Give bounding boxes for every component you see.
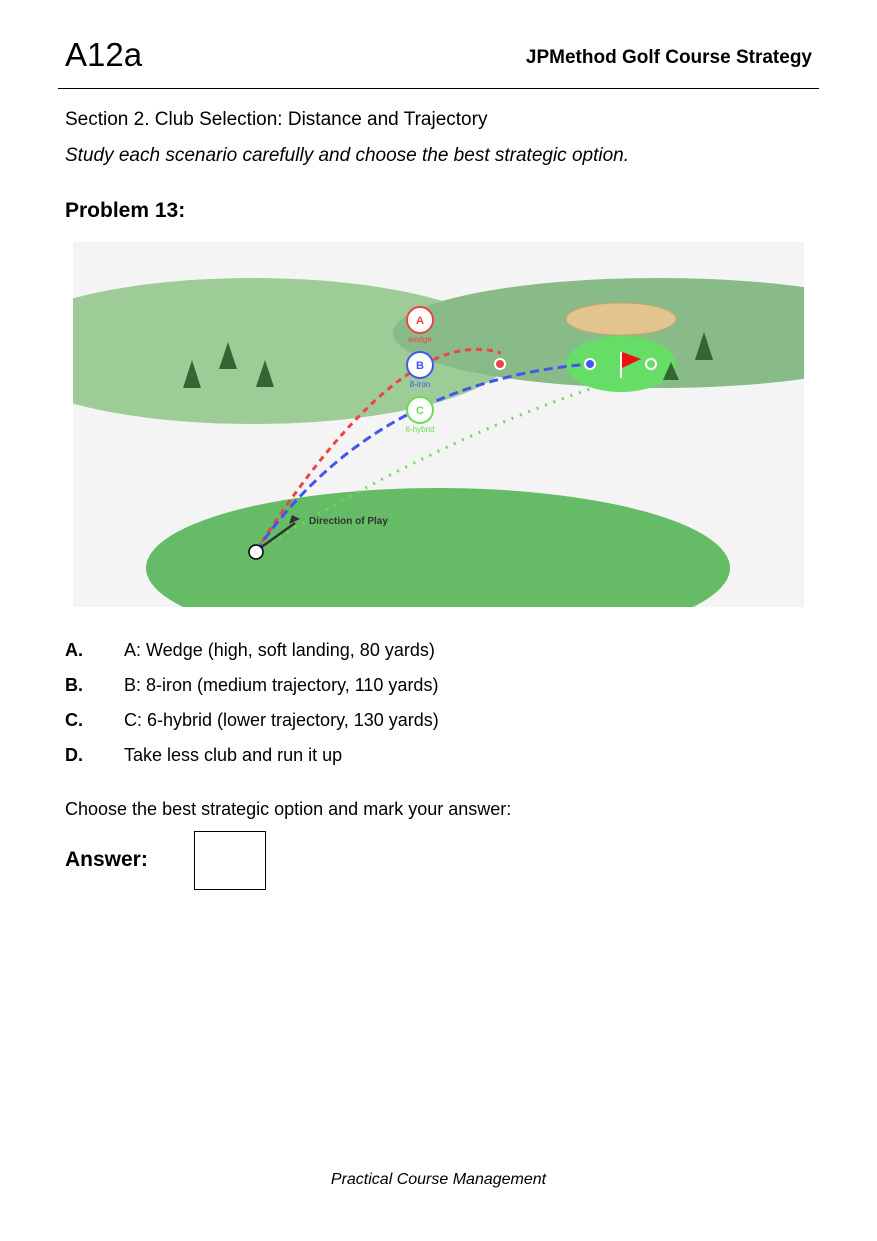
marker-b: B 8-iron (406, 351, 434, 389)
answer-label: Answer: (65, 848, 148, 871)
wedge-trajectory (254, 347, 502, 552)
left-fairway (73, 278, 513, 424)
eight-iron-trajectory (254, 362, 591, 552)
golf-ball (248, 544, 264, 560)
tree-icon (663, 362, 679, 380)
marker-b-club: 8-iron (410, 380, 430, 389)
direction-label: Direction of Play (309, 516, 388, 527)
marker-b-circle (406, 351, 434, 379)
marker-a-club: wedge (407, 335, 432, 344)
option-text: A: Wedge (high, soft landing, 80 yards) (124, 640, 435, 660)
flag-icon (622, 352, 641, 368)
instructions: Study each scenario carefully and choose… (65, 145, 630, 166)
bunker (565, 302, 677, 336)
option-text: Take less club and run it up (124, 745, 343, 765)
marker-b-letter: B (416, 360, 424, 372)
series-title: JPMethod Golf Course Strategy (525, 47, 812, 68)
tree-icon (256, 360, 274, 387)
six-hybrid-landing-spot (645, 358, 657, 370)
golf-hole-diagram: Direction of Play A wedge B 8-iron C 6-h… (73, 242, 804, 607)
eight-iron-landing-spot (584, 358, 596, 370)
arrow-head-icon (289, 515, 300, 524)
option-letter: D. (65, 745, 83, 765)
tree-icon (219, 342, 237, 369)
direction-arrow (255, 521, 296, 553)
footer-text: Practical Course Management (330, 1171, 547, 1188)
option-text: C: 6-hybrid (lower trajectory, 130 yards… (124, 710, 439, 730)
header-divider (58, 88, 819, 89)
marker-c-circle (406, 396, 434, 424)
marker-c-letter: C (416, 405, 424, 417)
problem-title: Problem 13: (65, 199, 186, 222)
six-hybrid-trajectory (255, 386, 594, 553)
option-letter: B. (65, 675, 83, 695)
marker-a-letter: A (416, 315, 424, 327)
answer-prompt: Choose the best strategic option and mar… (65, 799, 512, 819)
option-letter: C. (65, 710, 83, 730)
marker-c: C 6-hybrid (406, 396, 435, 434)
document-code: A12a (65, 36, 143, 73)
option-letter: A. (65, 640, 83, 660)
marker-a: A wedge (406, 306, 434, 344)
tree-icon (695, 332, 713, 360)
tree-icon (183, 360, 201, 388)
marker-a-circle (406, 306, 434, 334)
option-text: B: 8-iron (medium trajectory, 110 yards) (124, 675, 439, 695)
answer-box[interactable] (194, 831, 266, 890)
section-title: Section 2. Club Selection: Distance and … (65, 109, 488, 130)
wedge-landing-spot (494, 358, 506, 370)
marker-c-club: 6-hybrid (406, 425, 435, 434)
